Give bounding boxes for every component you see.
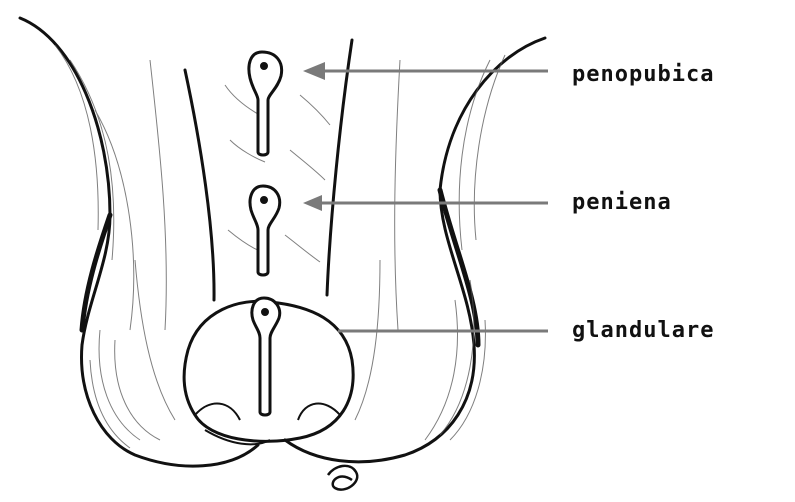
arrow-peniena — [303, 195, 548, 211]
label-glandulare: glandulare — [572, 320, 714, 342]
meatus-penopubic — [249, 52, 282, 155]
right-outline — [285, 38, 545, 462]
label-peniena: peniena — [572, 192, 672, 214]
left-outline — [20, 18, 258, 466]
hatching — [55, 45, 505, 448]
meatus-penile — [250, 186, 280, 275]
bottom-mark — [328, 466, 357, 490]
meatus-glandular — [252, 298, 280, 415]
label-penopubica: penopubica — [572, 64, 714, 86]
arrow-penopubica — [303, 62, 548, 80]
